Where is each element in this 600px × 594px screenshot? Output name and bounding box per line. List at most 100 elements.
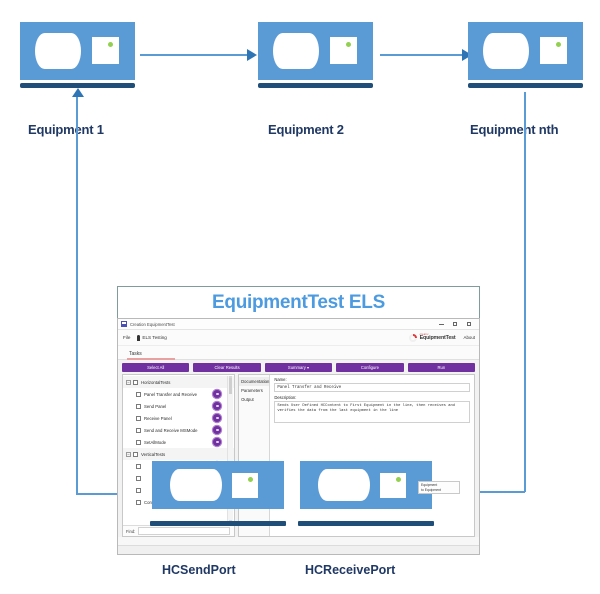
item-checkbox[interactable] bbox=[136, 499, 141, 505]
equipment-1-label: Equipment 1 bbox=[28, 122, 104, 137]
tab-active-underline bbox=[127, 358, 175, 360]
test-tree-pane: − HorizontalTests Panel Transfer and Rec… bbox=[122, 374, 236, 537]
connector-equip1-to-equip2 bbox=[140, 54, 248, 56]
equipment-2-panel bbox=[330, 37, 357, 64]
run-item-icon[interactable] bbox=[213, 390, 222, 398]
detail-body: Name: Panel Transfer and Receive Descrip… bbox=[270, 375, 474, 536]
receiveport-screen bbox=[318, 469, 370, 501]
brand-small-label: creativ bbox=[419, 332, 429, 336]
tabstrip: Tasks bbox=[118, 346, 479, 360]
window-controls bbox=[439, 322, 476, 326]
connector-equip2-to-equip3 bbox=[380, 54, 463, 56]
equipment-nth-screen bbox=[483, 33, 529, 69]
brand-logo: creativ EquipmentTest About bbox=[408, 332, 475, 342]
clear-results-button[interactable]: Clear Results bbox=[193, 363, 261, 372]
chevron-right-icon: › bbox=[266, 379, 268, 384]
sendport-vertical-line bbox=[76, 96, 78, 494]
detail-tab-parameters[interactable]: Parameters bbox=[239, 386, 269, 395]
configure-button[interactable]: Configure bbox=[336, 363, 404, 372]
sendport-status-led bbox=[248, 477, 253, 482]
minimize-button[interactable] bbox=[439, 323, 446, 325]
scroll-thumb[interactable] bbox=[228, 378, 233, 394]
tooltip-line-2: to Equipment bbox=[421, 488, 441, 493]
group-checkbox[interactable] bbox=[133, 379, 138, 385]
window-title: Creation EquipmentTest bbox=[130, 321, 175, 327]
tree-group-horizontaltests[interactable]: − HorizontalTests bbox=[123, 376, 235, 388]
arrow-equip1-to-equip2 bbox=[247, 49, 257, 61]
equipment-2-label: Equipment 2 bbox=[268, 122, 344, 137]
name-label: Name: bbox=[274, 377, 287, 382]
item-checkbox[interactable] bbox=[136, 403, 141, 409]
tree-item-panel-transfer-and-receive[interactable]: Panel Transfer and Receive bbox=[123, 388, 234, 400]
detail-tab-label: Documentation bbox=[241, 379, 270, 384]
equipment-1-screen bbox=[35, 33, 81, 69]
status-bar bbox=[118, 545, 479, 554]
hcsendport-label: HCSendPort bbox=[162, 563, 236, 577]
tree-group-label: VerticalTests bbox=[141, 451, 166, 457]
menu-els-testing-label: ELS Testing bbox=[142, 335, 167, 340]
equipment-2-screen bbox=[273, 33, 319, 69]
hcreceiveport-stand bbox=[298, 521, 434, 526]
receiveport-panel bbox=[380, 473, 406, 498]
about-link[interactable]: About bbox=[463, 335, 475, 340]
item-checkbox[interactable] bbox=[136, 391, 141, 397]
run-button[interactable]: Run bbox=[407, 363, 476, 372]
equipment-1-device bbox=[20, 22, 140, 94]
close-button[interactable] bbox=[467, 322, 474, 326]
expander-icon[interactable]: − bbox=[126, 379, 131, 385]
equipment-nth-label: Equipment nth bbox=[470, 122, 559, 137]
detail-tab-label: Output bbox=[241, 397, 254, 402]
run-item-icon[interactable] bbox=[213, 414, 222, 422]
sendport-arrow-up bbox=[72, 88, 84, 97]
tree-item-label: Send and Receive MSMode bbox=[144, 427, 198, 433]
tree-group-verticaltests[interactable]: − VerticalTests bbox=[123, 448, 235, 460]
run-item-icon[interactable] bbox=[213, 426, 222, 434]
item-checkbox[interactable] bbox=[136, 475, 141, 481]
tooltip-line-1: Equipment bbox=[421, 483, 438, 487]
hcsendport-device-illustration bbox=[152, 461, 284, 533]
hcsendport-stand bbox=[150, 521, 286, 526]
find-label: Find: bbox=[126, 528, 136, 534]
detail-tab-label: Parameters bbox=[241, 388, 263, 393]
group-checkbox[interactable] bbox=[133, 451, 138, 457]
item-checkbox[interactable] bbox=[136, 415, 141, 421]
item-checkbox[interactable] bbox=[136, 487, 141, 493]
run-item-icon[interactable] bbox=[213, 402, 222, 410]
item-checkbox[interactable] bbox=[136, 463, 141, 469]
app-icon bbox=[121, 321, 127, 327]
tree-item-send-and-receive-msmode[interactable]: Send and Receive MSMode bbox=[123, 424, 234, 436]
equipment-2-stand bbox=[258, 83, 373, 88]
receiveport-status-led bbox=[396, 477, 401, 482]
detail-tab-output[interactable]: Output bbox=[239, 395, 269, 404]
run-item-icon[interactable] bbox=[213, 438, 222, 446]
tree-item-setallmode[interactable]: SetAllMode bbox=[123, 436, 234, 448]
menu-file[interactable]: File bbox=[123, 335, 131, 340]
equipment-1-status-led bbox=[108, 42, 113, 47]
hcreceiveport-device-illustration bbox=[300, 461, 432, 533]
expander-icon[interactable]: − bbox=[126, 451, 131, 457]
tree-item-receive-panel[interactable]: Receive Panel bbox=[123, 412, 234, 424]
name-value: Panel Transfer and Receive bbox=[274, 383, 470, 392]
find-input[interactable] bbox=[138, 527, 231, 535]
receiveport-vertical-line bbox=[524, 92, 526, 492]
tree-item-send-panel[interactable]: Send Panel bbox=[123, 400, 234, 412]
tree-item-label: SetAllMode bbox=[144, 439, 166, 445]
tree-group-label: HorizontalTests bbox=[141, 379, 171, 385]
select-all-button[interactable]: Select All bbox=[122, 363, 190, 372]
equipment-nth-status-led bbox=[556, 42, 561, 47]
item-checkbox[interactable] bbox=[136, 439, 141, 445]
item-checkbox[interactable] bbox=[136, 427, 141, 433]
equipmenttest-app-window: Creation EquipmentTest File ELS Testing … bbox=[117, 318, 480, 555]
maximize-button[interactable] bbox=[453, 322, 460, 326]
sendport-screen bbox=[170, 469, 222, 501]
window-titlebar: Creation EquipmentTest bbox=[118, 319, 479, 330]
tree-item-label: Send Panel bbox=[144, 403, 167, 409]
tab-tasks[interactable]: Tasks bbox=[127, 351, 175, 360]
summary-button[interactable]: Summary ▾ bbox=[264, 363, 333, 372]
menu-els-testing[interactable]: ELS Testing bbox=[137, 334, 167, 341]
equipment-2-status-led bbox=[346, 42, 351, 47]
equipment-nth-stand bbox=[468, 83, 583, 88]
detail-tab-documentation[interactable]: Documentation › bbox=[239, 377, 270, 386]
description-value: Sends User Defined HCContent to First Eq… bbox=[274, 401, 470, 423]
